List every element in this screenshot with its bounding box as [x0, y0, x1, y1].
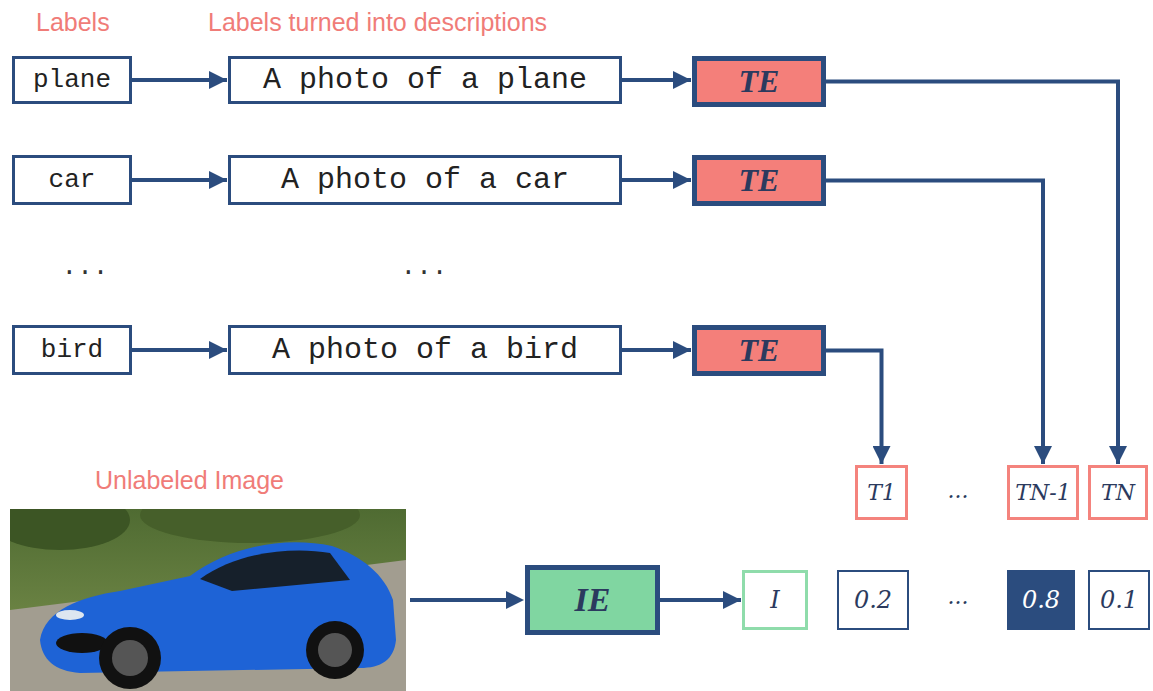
box-text: bird — [41, 335, 103, 365]
text-encoder-box: TE — [692, 56, 826, 107]
box-text: TE — [739, 162, 780, 199]
ellipsis: ... — [401, 252, 448, 282]
car-rim — [318, 633, 352, 667]
box-text: 0.8 — [1022, 586, 1060, 614]
box-text: A photo of a car — [281, 163, 569, 197]
box-text: A photo of a plane — [263, 63, 587, 97]
box-text: TN-1 — [1015, 480, 1070, 505]
ellipsis: ... — [948, 584, 969, 609]
label-box: bird — [12, 325, 132, 375]
description-box: A photo of a car — [228, 155, 622, 205]
car-photo — [10, 509, 406, 691]
car-wheel — [99, 627, 161, 689]
score-box: 0.1 — [1088, 570, 1150, 630]
image-embedding-box: I — [742, 570, 808, 630]
connector-arrow — [826, 82, 1118, 465]
description-box: A photo of a bird — [228, 325, 622, 375]
connector-arrow — [660, 598, 741, 602]
car-headlight — [56, 610, 84, 620]
connector-arrow — [132, 178, 227, 182]
box-text: 0.1 — [1100, 586, 1138, 614]
connector-arrow — [622, 78, 691, 82]
box-text: A photo of a bird — [272, 333, 578, 367]
box-text: car — [49, 165, 96, 195]
label-box: plane — [12, 56, 132, 104]
score-box: 0.2 — [837, 570, 909, 630]
box-text: TN — [1101, 480, 1135, 505]
text-encoder-box: TE — [692, 155, 826, 206]
box-text: TE — [739, 332, 780, 369]
score-box-highlight: 0.8 — [1007, 570, 1075, 630]
tree-shape — [10, 509, 130, 550]
connector-arrow — [622, 348, 691, 352]
column-heading: Labels turned into descriptions — [208, 8, 547, 37]
connector-arrow — [826, 351, 882, 465]
car-body — [40, 542, 396, 673]
image-to-encoder-line — [410, 598, 508, 602]
ellipsis: ... — [948, 478, 969, 503]
tree-shape — [140, 509, 360, 543]
label-box: car — [12, 155, 132, 205]
ellipsis: ... — [62, 252, 109, 282]
box-text: plane — [33, 65, 111, 95]
connector-arrow — [826, 181, 1043, 465]
box-text: IE — [575, 581, 611, 619]
text-embedding-box: TN-1 — [1007, 465, 1079, 520]
text-embedding-box: TN — [1088, 465, 1148, 520]
text-embedding-box: T1 — [855, 465, 908, 520]
image-encoder-box: IE — [525, 565, 660, 635]
box-text: I — [770, 586, 779, 614]
column-heading: Labels — [36, 8, 110, 37]
connector-arrow — [132, 348, 227, 352]
description-box: A photo of a plane — [228, 56, 622, 104]
image-heading: Unlabeled Image — [95, 466, 284, 495]
arrow-head — [506, 591, 524, 609]
box-text: 0.2 — [854, 586, 892, 614]
box-text: TE — [739, 63, 780, 100]
car-window — [200, 550, 350, 591]
connector-arrow — [132, 78, 227, 82]
car-rim — [112, 640, 148, 676]
connector-arrow — [622, 178, 691, 182]
box-text: T1 — [867, 480, 896, 505]
car-wheel — [306, 621, 364, 679]
text-encoder-box: TE — [692, 325, 826, 376]
